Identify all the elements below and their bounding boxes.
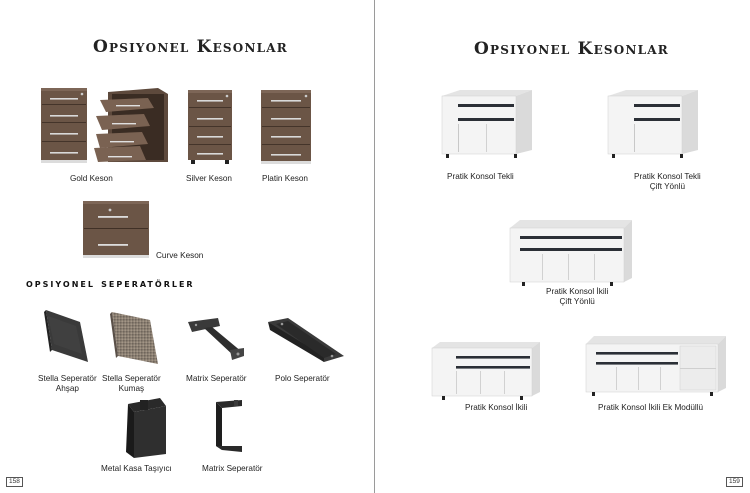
gold-keson-image bbox=[38, 86, 170, 166]
pratik-konsol-ikili-cift-yonlu-label: Pratik Konsol İkili Çift Yönlü bbox=[546, 287, 608, 307]
pratik-konsol-tekli-cift-yonlu-line2: Çift Yönlü bbox=[649, 182, 686, 191]
stella-ahsap-label-line1: Stella Seperatör bbox=[38, 374, 97, 383]
matrix-separator-image bbox=[184, 316, 246, 362]
left-page-title: Opsiyonel Kesonlar bbox=[93, 37, 288, 57]
right-page-number: 159 bbox=[726, 477, 743, 487]
matrix-separator-label: Matrix Seperatör bbox=[186, 374, 247, 383]
silver-keson-label: Silver Keson bbox=[186, 174, 232, 183]
pratik-konsol-ikili-label: Pratik Konsol İkili bbox=[465, 403, 528, 412]
pratik-konsol-ikili-image bbox=[428, 338, 542, 404]
pratik-konsol-tekli-image bbox=[438, 88, 534, 162]
pratik-konsol-tekli-cift-yonlu-image bbox=[604, 88, 700, 162]
pratik-konsol-tekli-cift-yonlu-label: Pratik Konsol Tekli Çift Yönlü bbox=[634, 172, 701, 192]
stella-kumas-image bbox=[108, 310, 162, 366]
left-page-number: 158 bbox=[6, 477, 23, 487]
metal-kasa-tasiyici-image bbox=[120, 396, 172, 462]
stella-ahsap-label: Stella Seperatör Ahşap bbox=[38, 374, 97, 394]
silver-keson-image bbox=[186, 88, 234, 166]
pratik-konsol-ikili-cift-yonlu-line1: Pratik Konsol İkili bbox=[546, 287, 609, 296]
matrix-separator-bracket-label: Matrix Seperatör bbox=[202, 464, 263, 473]
platin-keson-image bbox=[259, 88, 313, 166]
matrix-separator-bracket-image bbox=[212, 398, 246, 456]
stella-ahsap-image bbox=[40, 308, 90, 364]
gold-keson-label: Gold Keson bbox=[70, 174, 113, 183]
stella-kumas-label: Stella Seperatör Kumaş bbox=[102, 374, 161, 394]
metal-kasa-tasiyici-label: Metal Kasa Taşıyıcı bbox=[101, 464, 172, 473]
pratik-konsol-ikili-cift-yonlu-image bbox=[506, 216, 634, 290]
stella-kumas-label-line2: Kumaş bbox=[118, 384, 145, 393]
pratik-konsol-ikili-cift-yonlu-line2: Çift Yönlü bbox=[559, 297, 595, 306]
polo-separator-label: Polo Seperatör bbox=[275, 374, 330, 383]
pratik-konsol-ikili-ek-modullu-label: Pratik Konsol İkili Ek Modüllü bbox=[598, 403, 704, 412]
platin-keson-label: Platin Keson bbox=[262, 174, 308, 183]
stella-kumas-label-line1: Stella Seperatör bbox=[102, 374, 161, 383]
pratik-konsol-tekli-label: Pratik Konsol Tekli bbox=[447, 172, 514, 181]
polo-separator-image bbox=[262, 316, 346, 364]
separators-title: opsiyonel seperatörler bbox=[26, 276, 195, 290]
curve-keson-image bbox=[80, 198, 152, 260]
page-divider bbox=[374, 0, 375, 493]
stella-ahsap-label-line2: Ahşap bbox=[55, 384, 79, 393]
pratik-konsol-tekli-cift-yonlu-line1: Pratik Konsol Tekli bbox=[634, 172, 701, 181]
right-page-title: Opsiyonel Kesonlar bbox=[474, 39, 669, 59]
curve-keson-label: Curve Keson bbox=[156, 251, 204, 260]
pratik-konsol-ikili-ek-modullu-image bbox=[582, 332, 728, 402]
